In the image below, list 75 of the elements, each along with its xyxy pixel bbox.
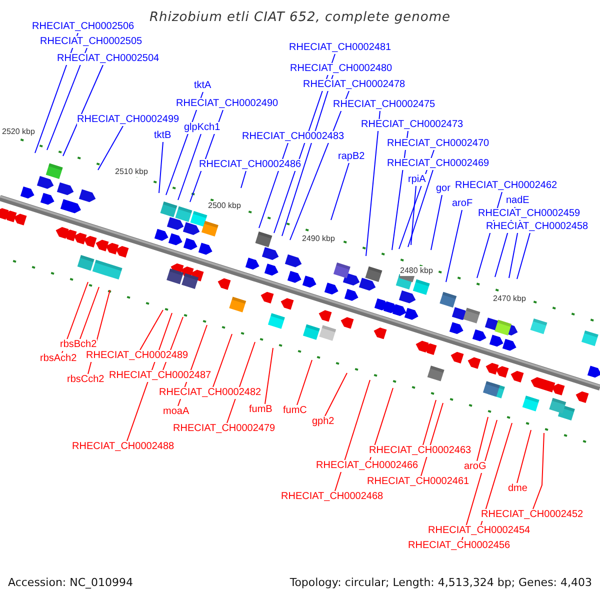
gene-label: RHECIAT_CH0002489 [86, 350, 188, 362]
leader-line [480, 422, 512, 526]
leader-line [330, 162, 350, 220]
gene-label: RHECIAT_CH0002482 [159, 387, 262, 399]
leader-line [446, 210, 462, 282]
gene-label: RHECIAT_CH0002475 [333, 99, 436, 111]
leader-line [240, 170, 246, 188]
accession-text: Accession: NC_010994 [8, 576, 134, 589]
gene-label: RHECIAT_CH0002452 [481, 509, 584, 521]
gene-label: RHECIAT_CH0002483 [242, 131, 344, 143]
scale-label: 2480 kbp [400, 266, 433, 276]
leader-line [410, 186, 416, 246]
gene-label: RHECIAT_CH0002481 [289, 42, 392, 54]
scale-label: 2520 kbp [2, 127, 35, 137]
leader-line [226, 342, 256, 424]
gene-label: RHECIAT_CH0002466 [316, 460, 418, 472]
gene-label: rbsBch2 [60, 339, 97, 351]
gene-label: glpKch1 [184, 122, 220, 134]
gene-label: RHECIAT_CH0002506 [32, 21, 134, 33]
leader-line [178, 134, 202, 200]
leader-line [46, 48, 88, 150]
gene-label: RHECIAT_CH0002478 [303, 79, 406, 91]
gene-label: aroF [452, 198, 473, 210]
gene-label: nadE [506, 195, 530, 207]
leader-line [324, 372, 348, 416]
scale-label: 2470 kbp [493, 294, 526, 304]
map-title: Rhizobium etli CIAT 652, complete genome [148, 10, 452, 25]
leader-line [516, 430, 532, 484]
gene-label: RHECIAT_CH0002454 [428, 525, 530, 537]
leader-line [366, 110, 380, 256]
gene-label: tktA [194, 80, 212, 92]
leader-line [98, 126, 124, 170]
gene-label: RHECIAT_CH0002499 [77, 114, 180, 126]
leader-line [296, 360, 312, 406]
leader-line [532, 432, 544, 510]
gene-label: RHECIAT_CH0002459 [478, 208, 580, 220]
leader-line [476, 416, 488, 462]
gene-label: aroG [464, 461, 486, 473]
leader-line [264, 348, 274, 404]
leader-line [158, 142, 164, 194]
gene-label: RHECIAT_CH0002456 [408, 540, 510, 552]
gene-label: RHECIAT_CH0002490 [176, 98, 278, 110]
gene-label: RHECIAT_CH0002479 [173, 423, 276, 435]
leader-line [80, 286, 100, 340]
leader-line [62, 64, 104, 156]
gene-label: RHECIAT_CH0002470 [387, 138, 490, 150]
gene-label: gor [436, 183, 450, 195]
leader-line [140, 310, 164, 350]
gene-label: RHECIAT_CH0002469 [387, 158, 490, 170]
gene-label: RHECIAT_CH0002461 [367, 476, 470, 488]
gene-label: RHECIAT_CH0002487 [109, 370, 212, 382]
leader-line [334, 380, 370, 492]
gene-label: RHECIAT_CH0002462 [455, 180, 558, 192]
gene-label: RHECIAT_CH0002505 [40, 36, 142, 48]
leader-line [408, 170, 434, 248]
gene-label: rpiA [408, 174, 426, 186]
leader-line [516, 232, 530, 280]
leader-line [422, 400, 436, 446]
gene-label: RHECIAT_CH0002480 [290, 63, 392, 75]
leader-line [258, 142, 288, 228]
leader-line [212, 334, 232, 388]
leader-line [430, 194, 442, 250]
gene-label: RHECIAT_CH0002504 [57, 53, 160, 65]
gene-label: RHECIAT_CH0002458 [486, 221, 588, 233]
scale-label: 2500 kbp [208, 201, 241, 211]
gene-label: RHECIAT_CH0002473 [361, 119, 464, 131]
genome-stats-text: Topology: circular; Length: 4,513,324 bp; Genes: 4,403 [290, 576, 592, 589]
gene-label: RHECIAT_CH0002463 [369, 445, 472, 457]
scale-label: 2490 kbp [302, 234, 335, 244]
gene-label: gph2 [312, 416, 334, 428]
gene-label: RHECIAT_CH0002486 [199, 159, 302, 171]
scale-label: 2510 kbp [115, 167, 148, 177]
gene-label: rapB2 [338, 151, 365, 163]
gene-label: RHECIAT_CH0002488 [72, 441, 174, 453]
gene-label: RHECIAT_CH0002468 [281, 491, 384, 503]
